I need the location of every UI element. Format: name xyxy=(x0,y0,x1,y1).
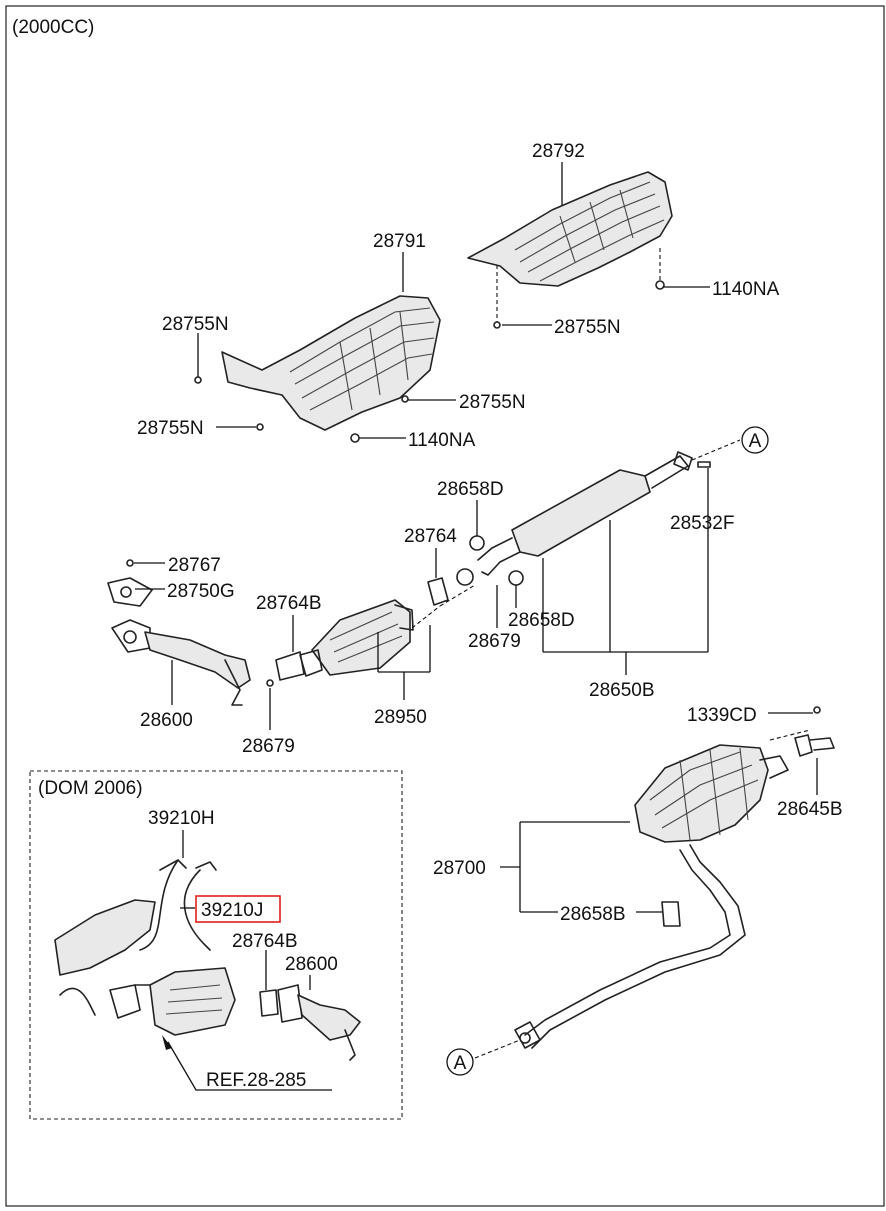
catalytic-converter[interactable] xyxy=(299,599,414,677)
hanger-rubber-rear[interactable] xyxy=(661,901,681,927)
label-28658B[interactable]: 28658B xyxy=(560,904,626,925)
ref-arrow-icon xyxy=(162,1035,172,1050)
label-28600[interactable]: 28600 xyxy=(140,710,193,731)
gasket-28764b-inset[interactable] xyxy=(259,989,279,1017)
label-28755N[interactable]: 28755N xyxy=(554,317,621,338)
label-28764[interactable]: 28764 xyxy=(404,526,457,547)
label-28755N[interactable]: 28755N xyxy=(137,418,204,439)
diagram-frame xyxy=(5,5,885,1207)
oxygen-sensor-upstream[interactable] xyxy=(139,859,187,951)
heat-shield-upper[interactable] xyxy=(467,171,673,287)
diagram-title: (2000CC) xyxy=(12,17,94,38)
gasket-28750g[interactable] xyxy=(107,577,153,607)
label-28792[interactable]: 28792 xyxy=(532,141,585,162)
label-28755N[interactable]: 28755N xyxy=(459,392,526,413)
svg-text:A: A xyxy=(454,1053,467,1074)
bolt-icon xyxy=(655,280,665,290)
front-exhaust-pipe[interactable] xyxy=(111,619,251,706)
label-28658D[interactable]: 28658D xyxy=(508,610,575,631)
label-28700[interactable]: 28700 xyxy=(433,858,486,879)
label-28750G[interactable]: 28750G xyxy=(167,581,235,602)
label-39210H[interactable]: 39210H xyxy=(148,808,215,829)
gasket-icon xyxy=(697,461,711,468)
oxygen-sensor-downstream[interactable] xyxy=(183,861,217,951)
label-28767[interactable]: 28767 xyxy=(168,555,221,576)
label-28791[interactable]: 28791 xyxy=(373,231,426,252)
label-1140NA[interactable]: 1140NA xyxy=(712,279,780,300)
connector-marker-bottom: A xyxy=(446,1048,474,1076)
label-28532F[interactable]: 28532F xyxy=(670,513,734,534)
rear-muffler[interactable] xyxy=(514,744,789,1049)
nut-icon xyxy=(401,395,409,403)
nut-icon xyxy=(493,321,501,329)
label-1140NA[interactable]: 1140NA xyxy=(408,430,476,451)
label-28950[interactable]: 28950 xyxy=(374,707,427,728)
front-pipe-inset[interactable] xyxy=(277,984,361,1061)
label-1339CD[interactable]: 1339CD xyxy=(687,705,757,726)
label-39210J[interactable]: 39210J xyxy=(201,900,263,921)
label-28764B[interactable]: 28764B xyxy=(256,593,322,614)
label-ref[interactable]: REF.28-285 xyxy=(206,1070,306,1091)
nut-icon xyxy=(256,423,264,431)
center-muffler-pipe[interactable] xyxy=(456,451,693,586)
hanger-bracket[interactable] xyxy=(794,734,813,757)
hanger-rubber-icon xyxy=(469,535,485,551)
label-28679[interactable]: 28679 xyxy=(468,631,521,652)
label-28650B[interactable]: 28650B xyxy=(589,680,655,701)
bolt-icon xyxy=(350,433,360,443)
inset-title: (DOM 2006) xyxy=(38,778,143,799)
label-28645B[interactable]: 28645B xyxy=(777,799,843,820)
inset-box xyxy=(29,770,403,1120)
label-28658D[interactable]: 28658D xyxy=(437,479,504,500)
label-28600[interactable]: 28600 xyxy=(285,954,338,975)
nut-icon xyxy=(126,559,134,567)
ref-leader xyxy=(167,1041,332,1091)
highlight-box xyxy=(195,895,281,923)
bolt-icon xyxy=(813,706,821,714)
connector-marker-top: A xyxy=(741,426,769,454)
oxygen-sensor-cable xyxy=(59,987,96,1016)
label-28764B[interactable]: 28764B xyxy=(232,931,298,952)
gasket-28764b[interactable] xyxy=(275,651,305,681)
label-28755N[interactable]: 28755N xyxy=(162,314,229,335)
nut-icon xyxy=(266,679,274,687)
gasket-28764[interactable] xyxy=(427,577,449,606)
label-28679[interactable]: 28679 xyxy=(242,736,295,757)
manifold-assembly[interactable] xyxy=(54,899,236,1036)
svg-text:A: A xyxy=(749,431,762,452)
nut-icon xyxy=(194,376,202,384)
hanger-rubber-icon xyxy=(508,570,524,586)
heat-shield-lower[interactable] xyxy=(221,295,441,431)
